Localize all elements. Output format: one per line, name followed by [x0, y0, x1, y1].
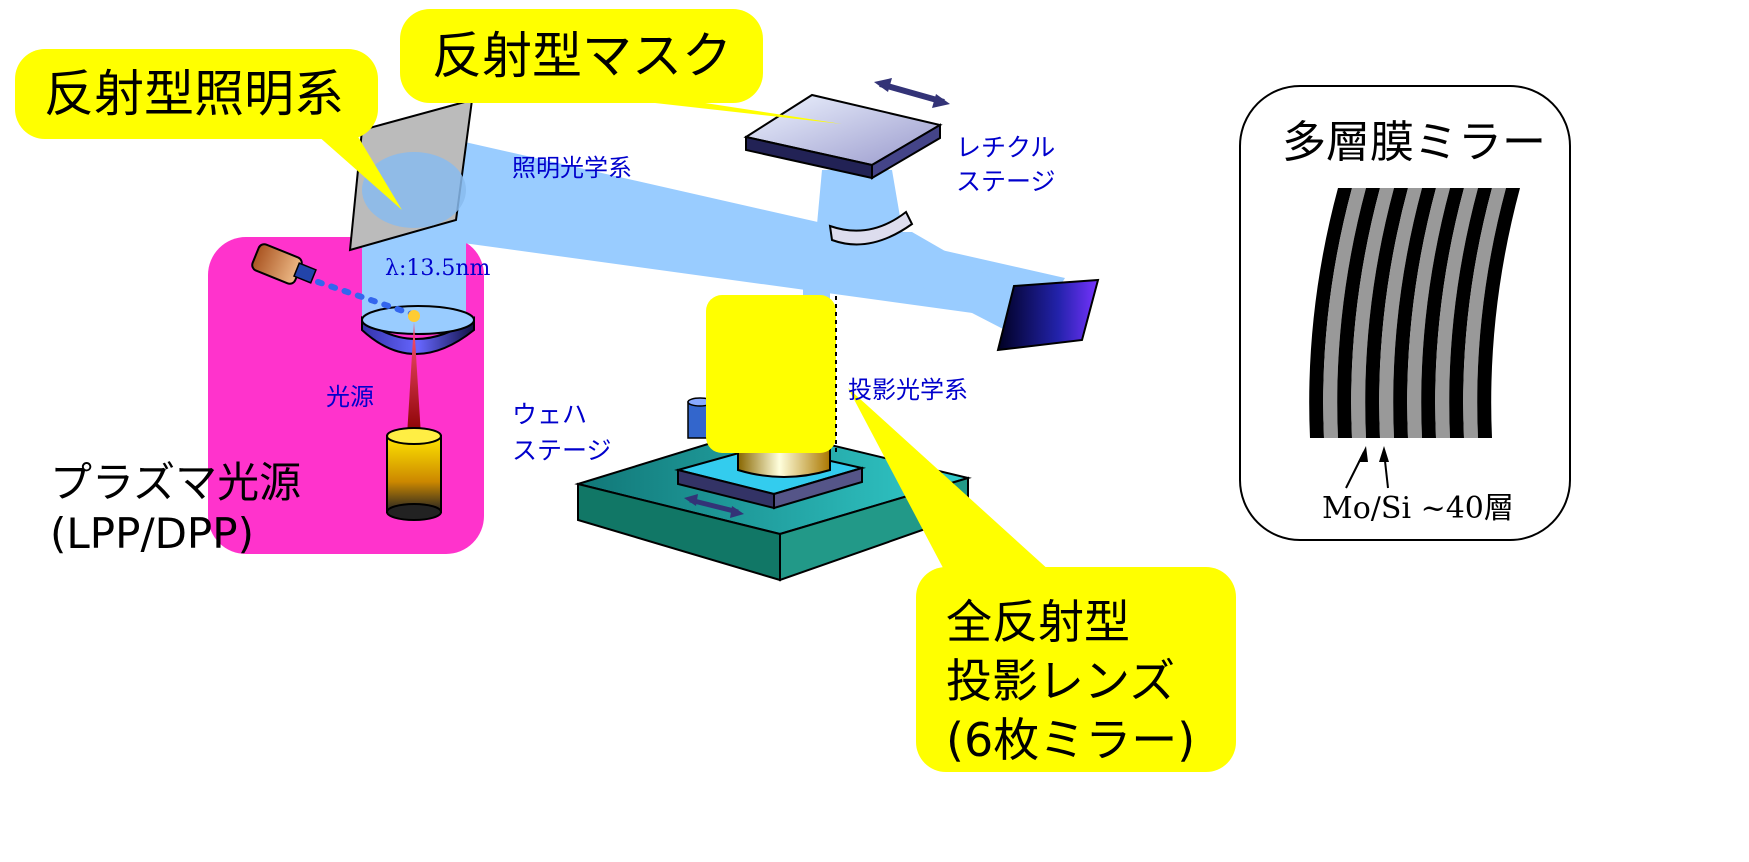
label-wafer-stage-2: ステージ [512, 436, 612, 465]
projection-optics-block [706, 295, 836, 453]
multilayer-stripe [1393, 188, 1436, 438]
target-jet [407, 322, 421, 436]
callout-illumination-box [15, 49, 378, 139]
callout-illumination-text: 反射型照明系 [44, 65, 344, 123]
multilayer-stripe [1463, 188, 1506, 438]
beam-to-projection [803, 240, 830, 300]
multilayer-stripe [1309, 188, 1352, 438]
inset-caption: Mo/Si ~40層 [1322, 491, 1514, 526]
wafer-chuck-side-right [773, 466, 863, 510]
callout-mask-box [400, 9, 763, 103]
multilayer-stripe [1421, 188, 1464, 438]
multilayer-stripe [1407, 188, 1450, 438]
label-illumination-optics: 照明光学系 [512, 154, 632, 182]
wafer-scan-arrow [689, 497, 739, 515]
relay-mirror [828, 210, 914, 246]
laser-emitter [251, 243, 317, 285]
inset-title: 多層膜ミラー [1282, 117, 1546, 168]
target-cylinder [386, 427, 442, 521]
wafer-arrow-head-right [730, 506, 744, 518]
label-reticle-stage-2: ステージ [956, 167, 1056, 196]
multilayer-stripe [1449, 188, 1492, 438]
multilayer-stripe [1477, 188, 1520, 438]
callout-illumination-pointer [300, 120, 402, 210]
beam-reticle-to-mirror [815, 232, 1030, 330]
laser-beam [315, 279, 415, 317]
callout-projection-line1: 全反射型 [946, 595, 1130, 649]
callout-projection-line3: (6枚ミラー) [946, 713, 1195, 767]
label-plasma-source: プラズマ光源 [50, 458, 301, 507]
multilayer-stripe [1337, 188, 1380, 438]
collector-mirror [361, 315, 475, 355]
reticle-arrow-head-right [932, 94, 950, 108]
label-wafer-stage-1: ウェハ [512, 400, 587, 429]
multilayer-stripes [1309, 188, 1520, 438]
callout-projection-box [916, 567, 1236, 772]
illumination-lens [362, 152, 466, 228]
multilayer-stripe [1435, 188, 1478, 438]
multilayer-stripe [1365, 188, 1408, 438]
multilayer-stripe [1379, 188, 1422, 438]
label-light-source: 光源 [326, 383, 374, 411]
label-plasma-type: (LPP/DPP) [50, 509, 254, 558]
inset-arrow-head-2 [1379, 446, 1389, 462]
reticle-scan-arrow [879, 81, 945, 105]
plasma-point [408, 310, 420, 322]
callout-projection-pointer [848, 388, 1082, 600]
reticle-arrow-head-left [874, 78, 892, 92]
inset-arrow-head-1 [1358, 446, 1368, 462]
multilayer-stripe [1351, 188, 1394, 438]
multilayer-stripe [1323, 188, 1366, 438]
callout-mask-text: 反射型マスク [432, 27, 732, 85]
label-reticle-stage-1: レチクル [956, 133, 1055, 162]
callout-projection-line2: 投影レンズ [946, 654, 1175, 708]
wafer-arrow-head-left [684, 494, 698, 506]
label-projection-optics: 投影光学系 [848, 376, 968, 404]
label-wavelength: λ:13.5nm [385, 256, 491, 281]
reticle-mask-side-right [871, 123, 941, 180]
fold-mirror [996, 278, 1100, 352]
